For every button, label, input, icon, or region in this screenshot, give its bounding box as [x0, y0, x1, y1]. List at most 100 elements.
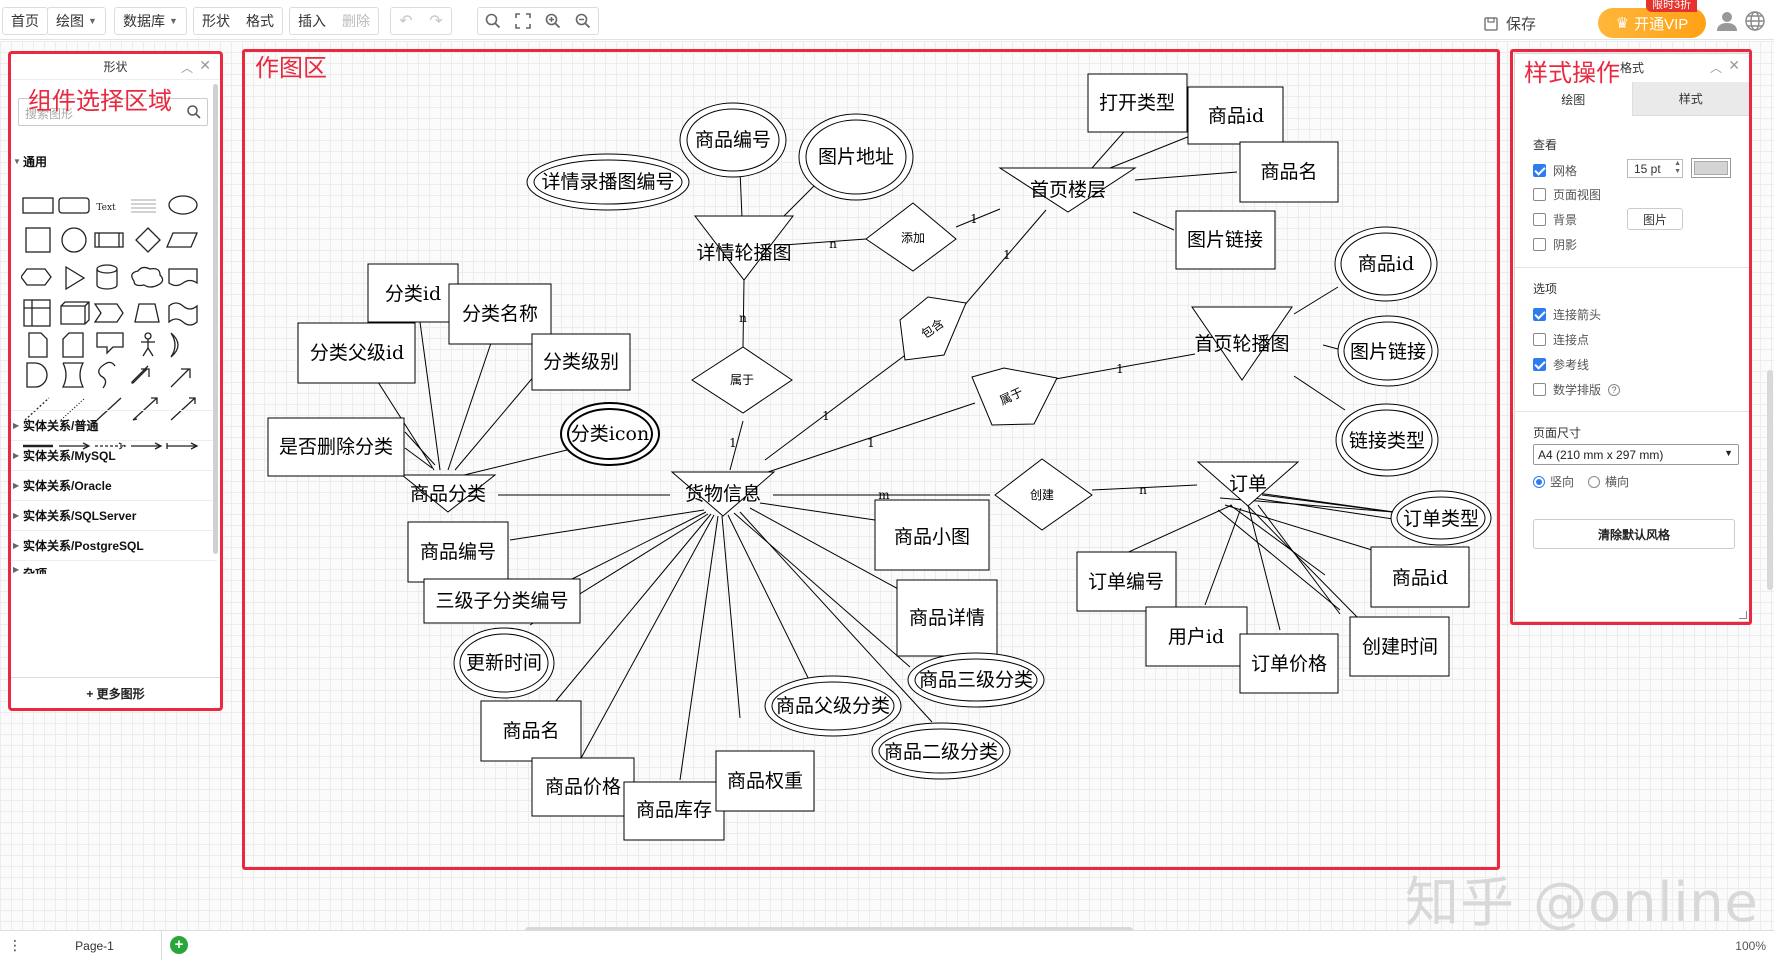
section-general[interactable]: ▼ 通用	[11, 146, 217, 176]
page-view-checkbox[interactable]	[1533, 188, 1546, 201]
attr-update-time[interactable]: 更新时间	[466, 652, 542, 674]
shapes-scrollbar[interactable]	[213, 84, 218, 554]
section-er-oracle[interactable]: ▶实体关系/Oracle	[11, 470, 217, 500]
math-checkbox-row[interactable]: 数学排版?	[1533, 381, 1621, 398]
zoom-level[interactable]: 100%	[1735, 939, 1766, 953]
connect-arrows-checkbox-row[interactable]: 连接箭头	[1533, 306, 1601, 323]
database-menu-button[interactable]: 数据库▼	[115, 8, 186, 34]
canvas-vertical-scrollbar[interactable]	[1767, 370, 1773, 590]
attr-hc-img-link[interactable]: 图片链接	[1350, 341, 1426, 363]
redo-icon[interactable]: ↷	[429, 13, 443, 30]
attr-order-price[interactable]: 订单价格	[1251, 653, 1327, 675]
close-icon[interactable]: ✕	[199, 57, 211, 73]
help-icon[interactable]: ?	[1608, 383, 1621, 396]
entity-goods[interactable]: 货物信息	[685, 483, 761, 505]
attr-goods-weight[interactable]: 商品权重	[727, 770, 803, 792]
shape-search-input[interactable]: 搜索图形	[18, 98, 208, 126]
attr-img-addr[interactable]: 图片地址	[818, 146, 894, 168]
attr-open-type[interactable]: 打开类型	[1099, 92, 1175, 114]
collapse-icon[interactable]: ︿	[180, 61, 193, 75]
attr-create-time[interactable]: 创建时间	[1362, 636, 1438, 658]
attr-goods-price[interactable]: 商品价格	[545, 776, 621, 798]
attr-cat-name[interactable]: 分类名称	[462, 303, 538, 325]
insert-button[interactable]: 插入	[298, 13, 326, 29]
save-button[interactable]: 保存	[1484, 13, 1536, 34]
background-image-button[interactable]: 图片	[1627, 208, 1683, 230]
attr-goods-name-top[interactable]: 商品名	[1260, 161, 1317, 183]
resize-handle-icon[interactable]	[1739, 611, 1747, 619]
attr-goods-cat2[interactable]: 商品二级分类	[884, 741, 998, 763]
grid-checkbox[interactable]	[1533, 164, 1546, 177]
attr-goods-name[interactable]: 商品名	[502, 720, 559, 742]
attr-hc-goods-id[interactable]: 商品id	[1358, 253, 1414, 275]
globe-icon[interactable]	[1744, 10, 1766, 32]
home-button[interactable]: 首页	[11, 13, 39, 29]
shape-button[interactable]: 形状	[202, 13, 230, 29]
attr-order-type[interactable]: 订单类型	[1403, 508, 1479, 530]
search-icon[interactable]	[478, 8, 508, 34]
close-icon[interactable]: ✕	[1728, 57, 1740, 73]
attr-cat-id[interactable]: 分类id	[385, 283, 441, 305]
connect-points-checkbox[interactable]	[1533, 333, 1546, 346]
page-menu-icon[interactable]: ⋮	[8, 937, 22, 953]
entity-category[interactable]: 商品分类	[410, 483, 486, 505]
delete-button[interactable]: 删除	[342, 13, 370, 29]
add-page-icon[interactable]: +	[170, 936, 188, 954]
attr-goods-id-top[interactable]: 商品id	[1208, 105, 1264, 127]
attr-cat-icon[interactable]: 分类icon	[571, 423, 649, 445]
background-checkbox-row[interactable]: 背景	[1533, 211, 1577, 228]
tab-style[interactable]: 样式	[1631, 82, 1749, 116]
entity-carousel-detail[interactable]: 详情轮播图	[696, 242, 791, 264]
entity-home-carousel[interactable]: 首页轮播图	[1194, 333, 1289, 355]
attr-third-cat-no[interactable]: 三级子分类编号	[435, 590, 568, 612]
shape-palette[interactable]: Text	[21, 190, 211, 510]
attr-goods-cat3[interactable]: 商品三级分类	[919, 669, 1033, 691]
search-icon[interactable]	[186, 104, 202, 120]
attr-goods-detail[interactable]: 商品详情	[909, 607, 985, 629]
attr-goods-stock[interactable]: 商品库存	[636, 799, 712, 821]
attr-cat-parent-id[interactable]: 分类父级id	[310, 342, 404, 364]
format-button[interactable]: 格式	[246, 13, 274, 29]
undo-icon[interactable]: ↶	[399, 13, 413, 30]
guides-checkbox[interactable]	[1533, 358, 1546, 371]
attr-hc-link-type[interactable]: 链接类型	[1349, 430, 1425, 452]
attr-goods-thumb[interactable]: 商品小图	[894, 526, 970, 548]
attr-is-deleted-cat[interactable]: 是否删除分类	[279, 436, 393, 458]
connect-points-checkbox-row[interactable]: 连接点	[1533, 331, 1589, 348]
connect-arrows-checkbox[interactable]	[1533, 308, 1546, 321]
relation-create[interactable]: 创建	[1030, 488, 1054, 502]
user-avatar-icon[interactable]	[1716, 10, 1738, 32]
zoom-in-icon[interactable]	[538, 8, 568, 34]
collapse-icon[interactable]: ︿	[1709, 61, 1722, 75]
attr-goods-no-top[interactable]: 商品编号	[695, 129, 771, 151]
portrait-radio[interactable]: 竖向	[1533, 473, 1574, 490]
section-er-mysql[interactable]: ▶实体关系/MySQL	[11, 440, 217, 470]
background-checkbox[interactable]	[1533, 213, 1546, 226]
attr-img-link-top[interactable]: 图片链接	[1187, 229, 1263, 251]
zoom-out-icon[interactable]	[568, 8, 598, 34]
clear-style-button[interactable]: 清除默认风格	[1533, 519, 1735, 549]
attr-goods-no[interactable]: 商品编号	[420, 541, 496, 563]
landscape-radio[interactable]: 横向	[1588, 473, 1629, 490]
attr-user-id[interactable]: 用户id	[1168, 626, 1224, 648]
vip-button[interactable]: ♛ 开通VIP	[1598, 8, 1706, 38]
draw-menu-button[interactable]: 绘图▼	[48, 8, 105, 34]
section-er-sqlserver[interactable]: ▶实体关系/SQLServer	[11, 500, 217, 530]
guides-checkbox-row[interactable]: 参考线	[1533, 356, 1589, 373]
fit-screen-icon[interactable]	[508, 8, 538, 34]
stepper-icon[interactable]: ▲▼	[1674, 160, 1681, 175]
grid-size-input[interactable]: 15 pt▲▼	[1627, 159, 1683, 178]
shadow-checkbox-row[interactable]: 阴影	[1533, 236, 1577, 253]
entity-home-floor[interactable]: 首页楼层	[1030, 179, 1106, 201]
entity-order[interactable]: 订单	[1229, 473, 1267, 495]
attr-detail-carousel-no[interactable]: 详情录播图编号	[541, 171, 674, 193]
relation-add[interactable]: 添加	[901, 231, 925, 245]
math-checkbox[interactable]	[1533, 383, 1546, 396]
page-size-select[interactable]: A4 (210 mm x 297 mm)▼	[1533, 444, 1739, 465]
attr-goods-parent-cat[interactable]: 商品父级分类	[776, 695, 890, 717]
grid-color-swatch[interactable]	[1691, 158, 1731, 178]
shadow-checkbox[interactable]	[1533, 238, 1546, 251]
more-shapes-button[interactable]: + 更多图形	[11, 677, 220, 709]
attr-cat-level[interactable]: 分类级别	[543, 351, 619, 373]
attr-order-goods-id[interactable]: 商品id	[1392, 567, 1448, 589]
